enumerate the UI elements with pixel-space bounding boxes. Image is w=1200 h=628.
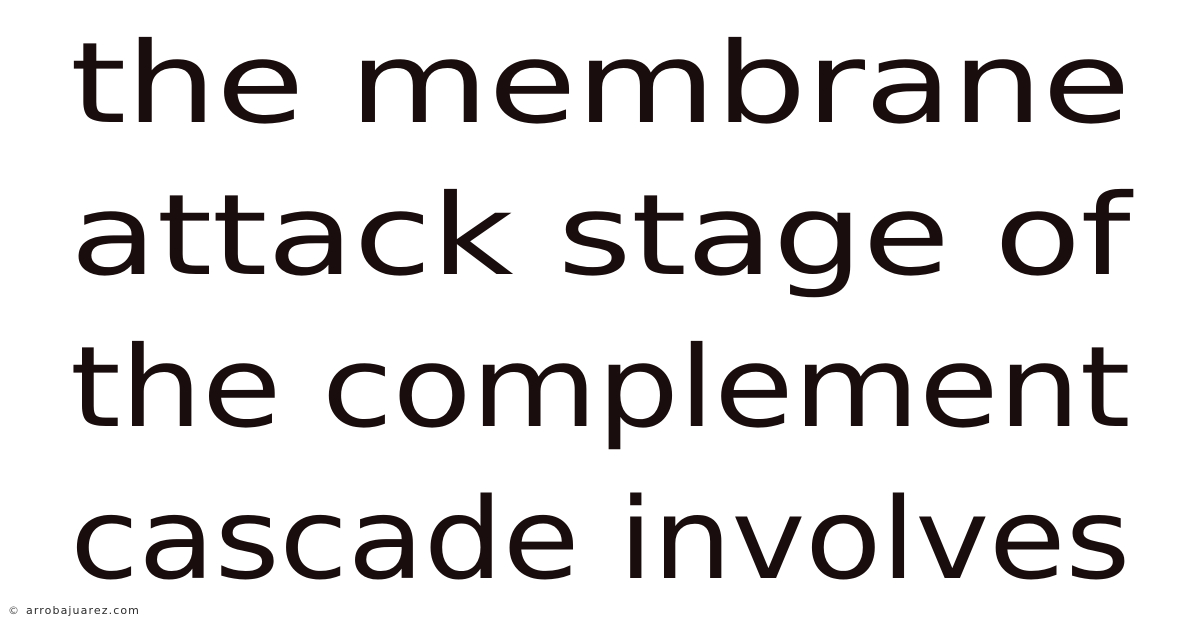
footer-credit: © arrobajuarez.com [8, 605, 140, 616]
headline-line-1: the membrane [70, 19, 1131, 149]
footer-site-label: arrobajuarez.com [26, 604, 140, 617]
headline-line-2: attack stage of [70, 171, 1131, 301]
headline-line-4: cascade involves [70, 475, 1131, 605]
headline-line-3: the complement [69, 323, 1131, 453]
headline-block: the membrane attack stage of the complem… [0, 8, 1200, 616]
copyright-icon: © [8, 604, 19, 617]
